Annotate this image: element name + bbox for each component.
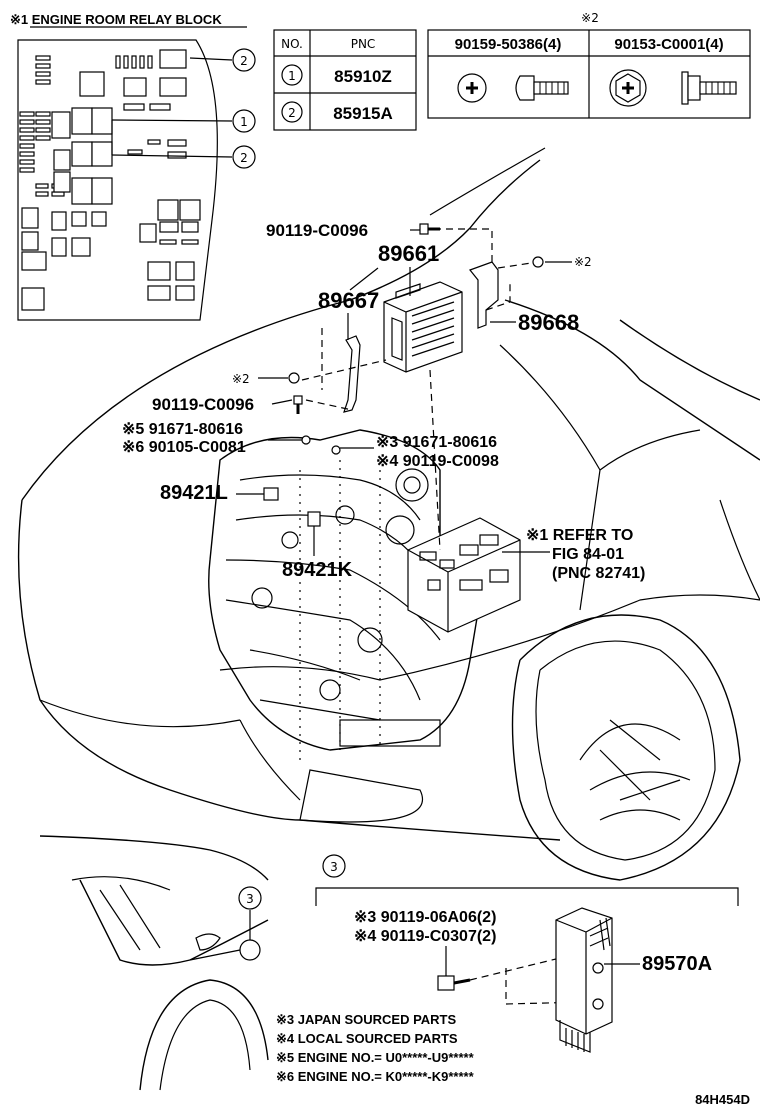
label-90105-c0081: ※6 90105-C0081 [122,439,246,456]
pnc-row-1-no: 1 [288,69,296,83]
rear-car-inset: 3 [39,835,269,1091]
pnc-row-2-pnc: 85915A [333,104,393,123]
note-engine-no-u: ※5 ENGINE NO.= U0*****-U9***** [276,1050,475,1065]
part-labels: 90119-C0096 89661 89667 89668 ※2 ※2 9011… [122,221,645,582]
label-mark2-left: ※2 [232,372,250,386]
module-89570A [555,907,613,1053]
label-91671-80616-left: ※5 91671-80616 [122,421,243,438]
bolt-90119-c0096-top [419,223,440,235]
label-90119-c0096-left: 90119-C0096 [152,395,254,414]
callout-2-label: 2 [240,54,248,68]
label-89570A: 89570A [642,953,712,975]
bracket-89667 [343,335,361,413]
pnc-row-2-no: 2 [288,106,296,120]
label-89421K: 89421K [282,559,353,581]
callout-2b-label: 2 [240,151,248,165]
label-89661: 89661 [378,241,439,266]
label-refer-line2: FIG 84-01 [552,546,624,563]
callout-circle-3-rear [238,886,262,910]
bolt-90153-icon [609,69,737,107]
bolt-header-90153: 90153-C0001(4) [614,36,723,53]
bolt-detail-3 [437,975,471,991]
pnc-table-header-no: NO. [281,37,303,51]
callout-3-rear-label: 3 [246,892,254,906]
detail-3: 3 ※3 90119-06A06(2) ※4 90119-C0307(2) 89… [276,854,739,1084]
label-90119-c0098: ※4 90119-C0098 [376,453,499,470]
label-90119-c0096-top: 90119-C0096 [266,221,368,240]
bracket-89668 [469,261,499,329]
relay-block-title: ※1 ENGINE ROOM RELAY BLOCK [10,12,222,27]
label-89421L: 89421L [160,482,228,504]
callout-circle-2 [232,48,256,72]
pnc-table: NO. PNC 1 85910Z 2 85915A [273,29,417,131]
pnc-row-1-pnc: 85910Z [334,67,392,86]
note-local-sourced: ※4 LOCAL SOURCED PARTS [276,1031,458,1046]
bolt-header-90159: 90159-50386(4) [455,36,562,53]
figure-code: 84H454D [695,1092,750,1107]
label-89667: 89667 [318,288,379,313]
note-japan-sourced: ※3 JAPAN SOURCED PARTS [276,1012,456,1027]
bolt-table: ※2 90159-50386(4) 90153-C0001(4) [427,11,751,119]
ecu-89661 [383,281,463,373]
callout-1-label: 1 [240,115,248,129]
pnc-table-header-pnc: PNC [351,37,376,51]
label-refer-line1: ※1 REFER TO [526,527,633,544]
bolt-mark2-right [532,256,544,268]
relay-85910z-group [71,107,113,135]
sensor-89421K [307,511,321,527]
car-body-outline [17,147,760,881]
label-mark2-right: ※2 [574,255,592,269]
relay-85915a-group [71,141,201,221]
label-91671-80616-right: ※3 91671-80616 [376,434,497,451]
label-89668: 89668 [518,310,579,335]
screw-90159-icon [457,73,569,103]
sensor-89421L [263,487,279,501]
relay-block-inset: ※1 ENGINE ROOM RELAY BLOCK [10,12,256,321]
relay-block-fuses [19,49,199,311]
label-90119-c0307: ※4 90119-C0307(2) [354,928,496,945]
label-90119-06a06: ※3 90119-06A06(2) [354,909,496,926]
bolt-table-mark: ※2 [581,11,599,25]
bolt-90119-c0096-left [293,395,303,414]
callout-circle-2b [232,145,256,169]
engine-room-relay-block [407,517,521,633]
notes-block: ※3 JAPAN SOURCED PARTS ※4 LOCAL SOURCED … [276,1012,475,1084]
callout-circle-3-detail [322,854,346,878]
label-refer-line3: (PNC 82741) [552,565,645,582]
callout-3-detail-label: 3 [330,860,338,874]
note-engine-no-k: ※6 ENGINE NO.= K0*****-K9***** [276,1069,475,1084]
callout-circle-1 [232,109,256,133]
bolt-mark2-left [288,372,300,384]
engine-assembly [208,429,521,760]
